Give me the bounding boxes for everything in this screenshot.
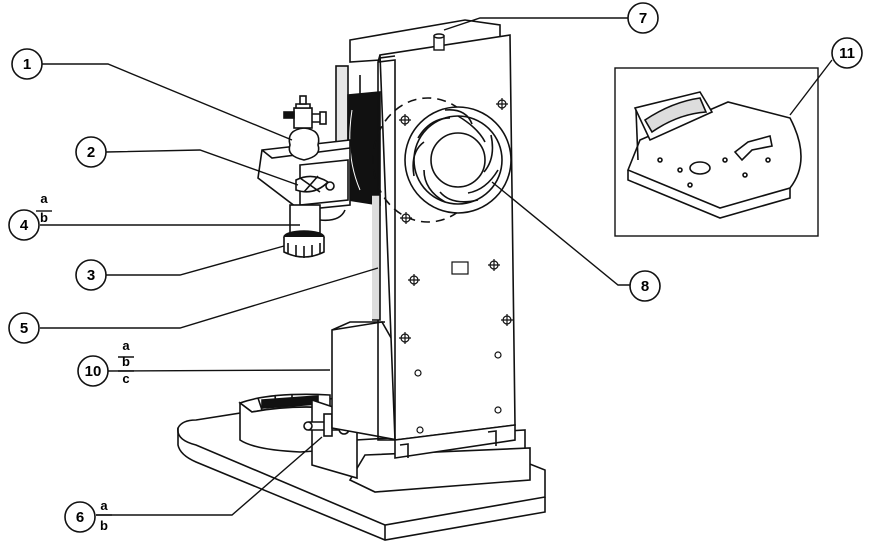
- callout-7: 7: [627, 2, 659, 34]
- callout-6-sub-b: b: [100, 518, 108, 533]
- panel-screws: [399, 98, 513, 434]
- callout-4-sub-a: a: [40, 191, 48, 206]
- svg-text:6: 6: [76, 509, 84, 526]
- leader-lines: [36, 17, 833, 516]
- callout-4-sub-b: b: [40, 210, 48, 225]
- svg-text:11: 11: [839, 45, 855, 62]
- svg-text:8: 8: [641, 278, 649, 295]
- main-panel: [372, 34, 516, 459]
- lamp-housing: [257, 95, 351, 258]
- callout-10-sub-c: c: [122, 371, 129, 386]
- callout-3: 3: [75, 259, 107, 291]
- top-pin: [433, 33, 445, 51]
- svg-text:3: 3: [87, 267, 95, 284]
- svg-text:1: 1: [23, 56, 31, 73]
- callout-8: 8: [629, 270, 661, 302]
- fan-assembly: [372, 97, 512, 223]
- callout-10-sub-b: b: [122, 354, 130, 369]
- callout-2: 2: [75, 136, 107, 168]
- svg-text:10: 10: [85, 363, 102, 380]
- svg-text:2: 2: [87, 144, 95, 161]
- callout-6-sub-a: a: [100, 498, 108, 513]
- svg-text:7: 7: [639, 10, 647, 27]
- svg-text:5: 5: [20, 320, 28, 337]
- callout-10: 10 a b c: [77, 338, 130, 387]
- callout-6: 6 a b: [64, 498, 108, 533]
- callout-5: 5: [8, 312, 40, 344]
- callout-11: 11: [831, 37, 863, 69]
- svg-text:4: 4: [20, 217, 29, 234]
- callout-4: 4 a b: [8, 191, 48, 241]
- callout-1: 1: [11, 48, 43, 80]
- curved-guard: [238, 393, 331, 453]
- lower-box: [331, 321, 399, 441]
- callout-10-sub-a: a: [122, 338, 130, 353]
- inset-detail: [614, 67, 819, 237]
